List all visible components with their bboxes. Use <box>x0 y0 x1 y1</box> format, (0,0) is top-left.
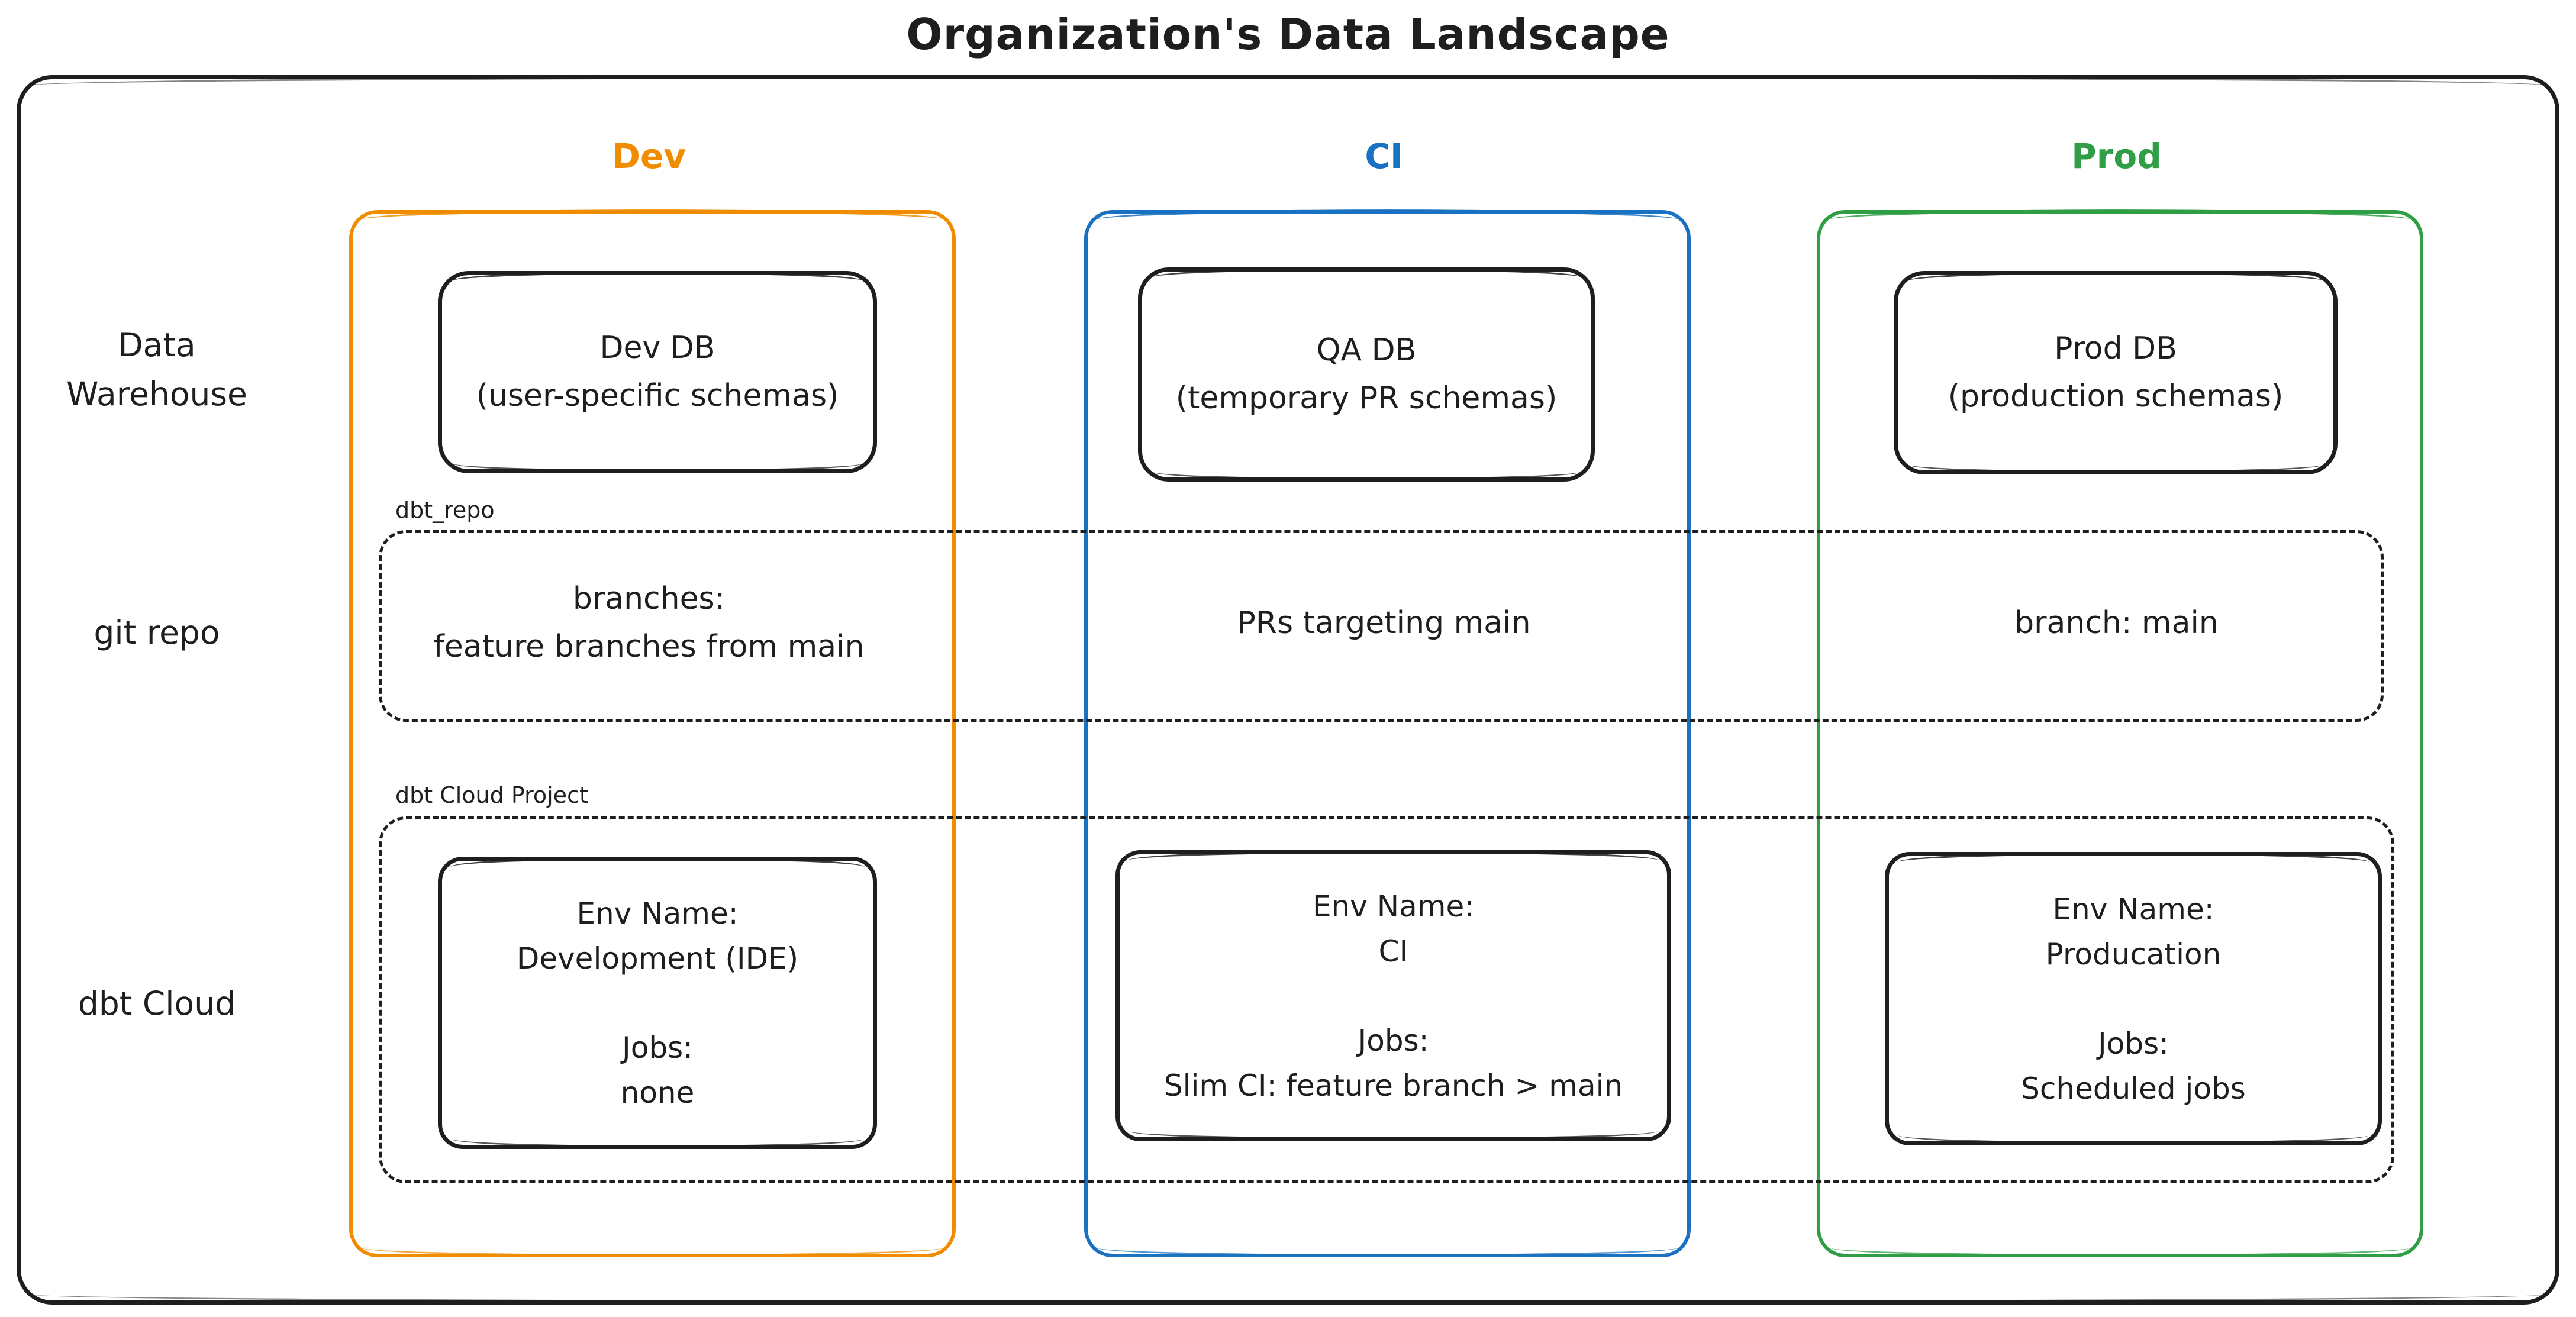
qa-db-title: QA DB <box>1316 333 1417 369</box>
dev-git-line: feature branches from main <box>433 629 865 664</box>
qa-db-subtitle: (temporary PR schemas) <box>1175 380 1558 416</box>
prod-db-title: Prod DB <box>2054 331 2177 367</box>
ci-dbt-line: Jobs: <box>1358 1023 1429 1058</box>
ci-git-text: PRs targeting main <box>1084 530 1684 716</box>
row-label-line: Warehouse <box>66 375 247 413</box>
prod-dbt-line: Env Name: <box>2052 892 2214 927</box>
ci-dbt-line: CI <box>1378 934 1408 969</box>
dev-dbt-line: none <box>620 1075 695 1110</box>
dev-dbt-line: Development (IDE) <box>516 941 799 976</box>
dev-db-box: Dev DB (user-specific schemas) <box>438 271 877 473</box>
column-header-prod: Prod <box>2071 136 2162 176</box>
prod-git-text: branch: main <box>1817 530 2416 716</box>
dev-dbt-line: Jobs: <box>622 1030 693 1065</box>
dev-column-frame <box>349 209 956 1257</box>
prod-dbt-line: Producation <box>2045 937 2222 971</box>
prod-db-box: Prod DB (production schemas) <box>1894 271 2338 474</box>
dev-git-line: branches: <box>572 581 726 617</box>
column-header-ci: CI <box>1365 136 1403 176</box>
row-label-data-warehouse: Data Warehouse <box>24 321 290 418</box>
qa-db-box: QA DB (temporary PR schemas) <box>1138 267 1595 482</box>
prod-column-frame <box>1817 209 2423 1257</box>
git-repo-frame <box>379 530 2384 722</box>
git-repo-frame-label: dbt_repo <box>395 497 495 523</box>
row-label-dbt-cloud: dbt Cloud <box>78 984 236 1022</box>
prod-dbt-line: Scheduled jobs <box>2021 1071 2246 1106</box>
dbt-cloud-project-frame-label: dbt Cloud Project <box>395 782 588 808</box>
dbt-cloud-project-frame <box>379 816 2394 1183</box>
dev-git-text: branches: feature branches from main <box>349 530 949 716</box>
prod-dbt-line: Jobs: <box>2098 1026 2169 1061</box>
diagram-title: Organization's Data Landscape <box>906 9 1670 59</box>
dev-db-title: Dev DB <box>599 330 715 366</box>
dev-dbt-line: Env Name: <box>576 896 739 931</box>
ci-dbt-env-box: Env Name: CI Jobs: Slim CI: feature bran… <box>1115 850 1671 1141</box>
dev-dbt-env-box: Env Name: Development (IDE) Jobs: none <box>438 857 877 1149</box>
ci-dbt-line: Slim CI: feature branch > main <box>1163 1068 1623 1103</box>
prod-git-line: branch: main <box>2014 605 2219 641</box>
prod-dbt-env-box: Env Name: Producation Jobs: Scheduled jo… <box>1885 852 2382 1145</box>
column-header-dev: Dev <box>611 136 686 176</box>
dev-db-subtitle: (user-specific schemas) <box>476 378 839 414</box>
outer-frame <box>17 75 2559 1305</box>
ci-dbt-line: Env Name: <box>1312 889 1475 924</box>
ci-column-frame <box>1084 209 1691 1257</box>
row-label-git-repo: git repo <box>94 614 220 651</box>
row-label-line: Data <box>118 326 196 364</box>
ci-git-line: PRs targeting main <box>1237 605 1531 641</box>
prod-db-subtitle: (production schemas) <box>1948 379 2284 414</box>
